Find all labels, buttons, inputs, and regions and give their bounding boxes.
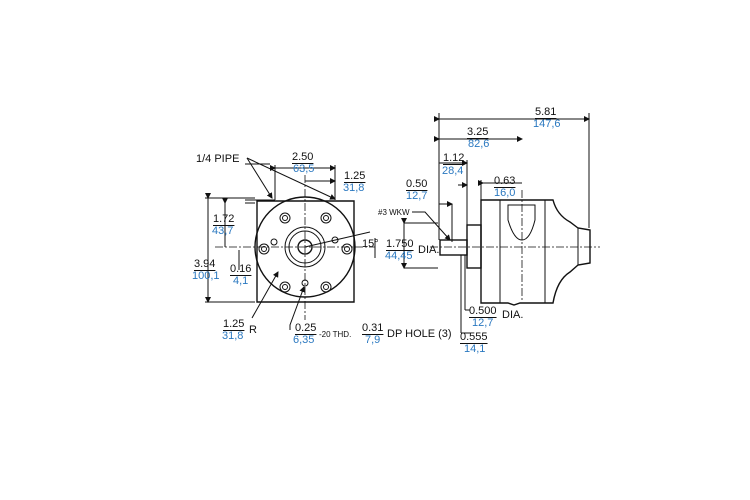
dim-upper-in: 1.72: [213, 213, 234, 225]
flange: [466, 224, 482, 269]
dim-offset-in: 0.16: [230, 263, 251, 275]
pump-body: [480, 199, 591, 306]
mount-plate: [256, 200, 355, 303]
thread-label: -20 THD.: [319, 330, 351, 339]
dim-pilot-mm: 44,45: [385, 250, 413, 262]
dim-flat-mm: 14,1: [464, 343, 485, 355]
dim-body-mm: 82,6: [468, 138, 489, 150]
dim-body-in: 3.25: [467, 126, 488, 138]
dim-depth-mm: 7,9: [365, 334, 380, 346]
dim-height-in: 3.94: [194, 258, 215, 270]
dim-key-mm: 12,7: [406, 190, 427, 202]
dim-half-in: 1.25: [344, 170, 365, 182]
dim-shaftdia-in: 0.500: [469, 305, 497, 317]
pipe-label: 1/4 PIPE: [196, 153, 239, 165]
dim-cap-in: 0.63: [494, 175, 515, 187]
dim-shaftdia-mm: 12,7: [472, 317, 493, 329]
dim-upper-mm: 43,7: [212, 225, 233, 237]
dim-radius-in: 1.25: [223, 318, 244, 330]
dim-cap-mm: 16,0: [494, 187, 515, 199]
dim-flat-in: 0.555: [460, 331, 488, 343]
dim-half-mm: 31,8: [343, 182, 364, 194]
dim-shaft-mm: 28,4: [442, 165, 463, 177]
dim-depth-in: 0.31: [362, 322, 383, 334]
dim-pilot-in: 1.750: [386, 238, 414, 250]
dim-overall-in: 5.81: [535, 106, 556, 118]
dim-height-mm: 100,1: [192, 270, 220, 282]
front-view: 1/4 PIPE 2.50 63,5 1.25 31,8 1.72 43,7 3…: [192, 151, 452, 346]
dim-hole-in: 0.25: [295, 322, 316, 334]
dim-offset-mm: 4,1: [233, 275, 248, 287]
radius-suffix: R: [249, 324, 257, 336]
hole-label: DP HOLE (3): [387, 328, 452, 340]
dim-overall-mm: 147,6: [533, 118, 561, 130]
pilot-dia-label: DIA.: [418, 244, 439, 256]
dim-shaft-in: 1.12: [443, 152, 464, 164]
side-view: 5.81 147,6 3.25 82,6 1.12 28,4 0.50 12,7…: [378, 106, 600, 355]
bolt-holes: [258, 212, 353, 293]
dim-key-in: 0.50: [406, 178, 427, 190]
dim-hole-mm: 6,35: [293, 334, 314, 346]
woodruff-key-label: #3 WKW: [378, 208, 410, 217]
shaft: [439, 239, 468, 256]
shaft-circle: [297, 239, 313, 255]
angle-label: 15°: [362, 238, 379, 250]
dim-radius-mm: 31,8: [222, 330, 243, 342]
dim-width-mm: 63,5: [293, 163, 314, 175]
shaft-dia-label: DIA.: [502, 309, 523, 321]
dim-width-in: 2.50: [292, 151, 313, 163]
